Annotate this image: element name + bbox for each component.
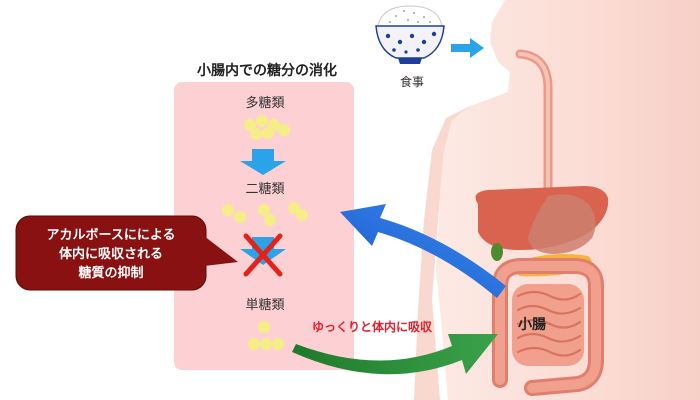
meal-label: 食事 bbox=[399, 75, 424, 89]
digestion-panel bbox=[174, 82, 354, 370]
gallbladder bbox=[491, 243, 503, 261]
polysaccharide-label: 多糖類 bbox=[245, 96, 285, 111]
polysaccharide-dots bbox=[244, 115, 290, 140]
panel-title: 小腸内での糖分の消化 bbox=[197, 63, 337, 79]
callout-line-2: 体内に吸収される bbox=[58, 247, 163, 262]
cross-icon bbox=[243, 233, 283, 277]
callout-line-3: 糖質の抑制 bbox=[78, 266, 144, 281]
callout-text: アカルボースにによる 体内に吸収される 糖質の抑制 bbox=[22, 226, 200, 283]
rice-bowl-icon bbox=[375, 5, 445, 64]
return-arrow bbox=[340, 204, 506, 298]
disaccharide-label: 二糖類 bbox=[245, 182, 285, 197]
absorption-arrow bbox=[292, 334, 498, 375]
monosaccharide-dots bbox=[248, 321, 284, 350]
down-arrow-icon-1 bbox=[240, 149, 286, 175]
small-intestine bbox=[512, 284, 584, 366]
slow-absorption-label: ゆっくりと体内に吸収 bbox=[312, 320, 433, 334]
monosaccharide-label: 単糖類 bbox=[245, 298, 285, 313]
esophagus bbox=[515, 49, 553, 205]
callout-line-1: アカルボースにによる bbox=[46, 228, 176, 243]
meal-arrow-icon bbox=[451, 38, 484, 58]
small-intestine-label: 小腸 bbox=[518, 317, 546, 333]
disaccharide-dots bbox=[222, 202, 308, 226]
stomach bbox=[528, 194, 596, 254]
callout-bubble bbox=[15, 215, 238, 291]
